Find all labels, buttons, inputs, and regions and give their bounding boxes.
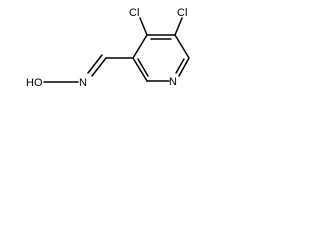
bond-c5-cl [174, 17, 183, 36]
bond-c6-n1 [178, 57, 190, 77]
bond-c3-c4 [132, 34, 148, 59]
oxime-group [43, 54, 134, 83]
chlorine-label-left: Cl [129, 7, 139, 19]
bond-c2-c3 [132, 57, 148, 82]
pyridine-ring [132, 34, 190, 82]
chemical-structure: Cl Cl N N HO [26, 7, 190, 89]
oxime-nitrogen-label: N [79, 77, 87, 89]
ring-nitrogen-label: N [169, 76, 177, 88]
bond-c6-n1-inner [175, 58, 185, 74]
bond-ch-n-inner [87, 54, 103, 74]
chlorine-label-right: Cl [177, 7, 187, 19]
bond-c4-cl [139, 17, 148, 36]
bond-c5-c6 [174, 34, 190, 59]
bond-c2-c3-inner [137, 58, 149, 77]
hydroxyl-label: HO [26, 77, 43, 89]
bond-ch-n [91, 57, 107, 77]
